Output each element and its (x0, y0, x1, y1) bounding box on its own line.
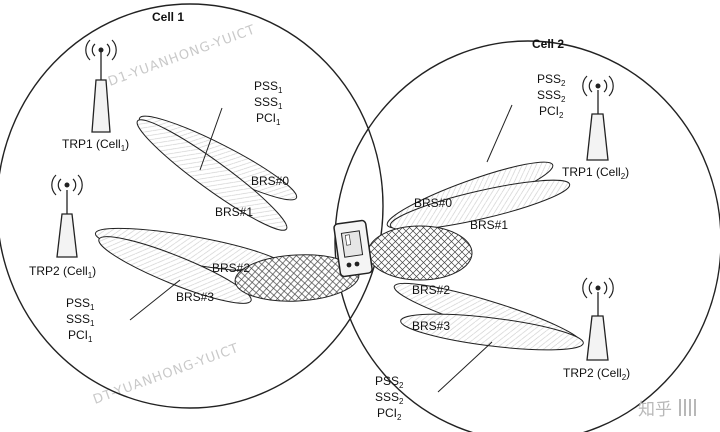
signal-group-cell2-trp1: PSS2 SSS2 PCI2 (537, 72, 566, 120)
cell2-boundary (334, 40, 720, 432)
beam-label: BRS#0 (251, 174, 289, 188)
antenna-tower-icon (582, 277, 614, 361)
ue-device-icon (333, 219, 373, 278)
pointer-line (199, 107, 223, 171)
beam-cell1-brs1 (136, 119, 288, 231)
svg-text:SSS2: SSS2 (537, 88, 566, 104)
svg-text:PSS1: PSS1 (66, 296, 95, 312)
svg-text:PSS2: PSS2 (375, 374, 404, 390)
beam-label: BRS#3 (412, 319, 450, 333)
beam-cell2-brs3 (400, 313, 584, 351)
cell1-title: Cell 1 (152, 10, 184, 24)
pointer-line (437, 341, 493, 393)
signal-group-cell2-trp2: PSS2 SSS2 PCI2 (375, 374, 404, 422)
brand-bars-icon (679, 399, 696, 416)
svg-text:SSS1: SSS1 (66, 312, 95, 328)
cell2-title: Cell 2 (532, 37, 564, 51)
antenna-tower-icon (85, 39, 117, 133)
svg-text:PCI1: PCI1 (68, 328, 93, 344)
beam-label: BRS#0 (414, 196, 452, 210)
svg-text:PSS2: PSS2 (537, 72, 566, 88)
beam-label: BRS#1 (470, 218, 508, 232)
beam-cell1-brs3 (98, 236, 252, 304)
svg-text:SSS1: SSS1 (254, 95, 283, 111)
beam-label: BRS#3 (176, 290, 214, 304)
beam-label: BRS#1 (215, 205, 253, 219)
beam-label: BRS#2 (412, 283, 450, 297)
trp1-cell1-label: TRP1 (Cell1) (62, 137, 129, 153)
trp1-cell2-label: TRP1 (Cell2) (562, 165, 629, 181)
trp2-cell1-label: TRP2 (Cell1) (29, 264, 96, 280)
signal-group-cell1-trp2: PSS1 SSS1 PCI1 (66, 296, 95, 344)
antenna-tower-icon (51, 174, 83, 258)
svg-text:PSS1: PSS1 (254, 79, 283, 95)
svg-text:PCI1: PCI1 (256, 111, 281, 127)
svg-text:PCI2: PCI2 (377, 406, 402, 422)
cell1-boundary (0, 3, 384, 409)
beam-label: BRS#2 (212, 261, 250, 275)
watermark-text: D1-YUANHONG-YUICT (106, 22, 258, 89)
pointer-line (486, 104, 513, 163)
pointer-line (129, 279, 181, 321)
trp2-cell2-label: TRP2 (Cell2) (563, 366, 630, 382)
signal-group-cell1-trp1: PSS1 SSS1 PCI1 (254, 79, 283, 127)
beam-cell2-brs1 (389, 179, 571, 231)
svg-text:SSS2: SSS2 (375, 390, 404, 406)
brand-mark: 知乎 (638, 400, 672, 420)
serving-beam-cell2 (367, 225, 473, 281)
antenna-tower-icon (582, 75, 614, 161)
svg-text:PCI2: PCI2 (539, 104, 564, 120)
watermark-text: DT-YUANHONG-YUICT (91, 341, 241, 408)
